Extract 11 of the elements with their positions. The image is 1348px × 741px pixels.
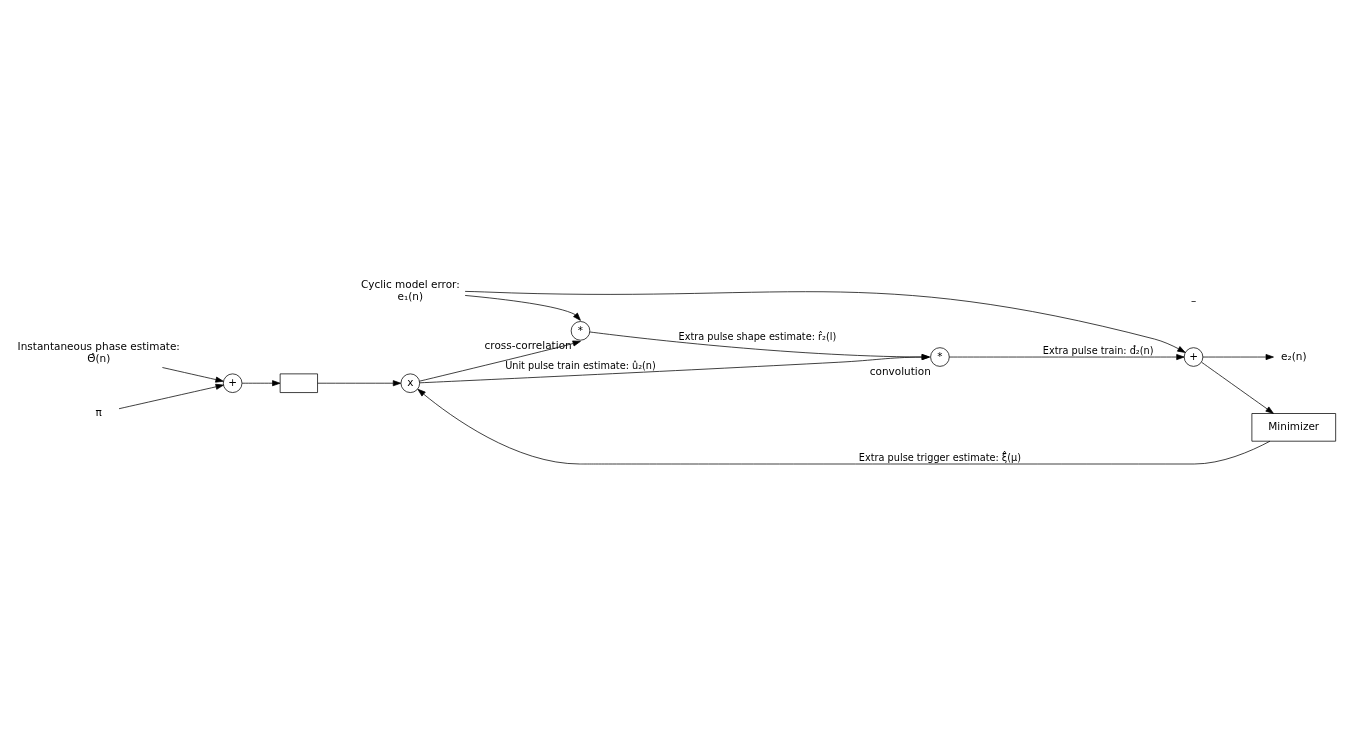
node-label: convolution: [869, 364, 931, 377]
node-text: e₂(n): [1281, 349, 1307, 362]
node-label: cross-correlation: [484, 338, 572, 351]
edge-label: Extra pulse shape estimate: r̂₂(l): [678, 331, 837, 343]
label: –: [1190, 294, 1197, 307]
node-text: π: [95, 405, 102, 418]
edge-label: Unit pulse train estimate: û₂(n): [505, 360, 656, 372]
edge-label: Extra pulse train: d̂₂(n): [1042, 345, 1154, 357]
node-text: Instantaneous phase estimate: Θ̂(n): [17, 340, 180, 364]
edge-label: Extra pulse trigger estimate: ξ̂(μ): [858, 452, 1022, 464]
node-text: Cyclic model error: e₁(n): [360, 278, 460, 302]
